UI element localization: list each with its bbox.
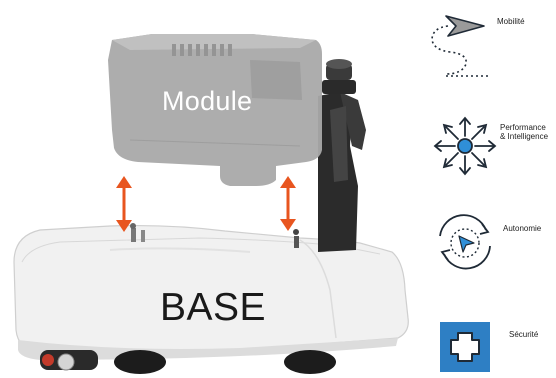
orange-arrow-right bbox=[280, 176, 296, 231]
feature-label-mobilite: Mobilité bbox=[497, 17, 525, 26]
base-connectors bbox=[130, 223, 299, 248]
robot-mast bbox=[318, 59, 366, 252]
base-label: BASE bbox=[160, 286, 267, 329]
feature-label-securite: Sécurité bbox=[509, 330, 539, 339]
feature-label-autonomie: Autonomie bbox=[503, 224, 542, 233]
module-body bbox=[108, 34, 322, 186]
base-body bbox=[13, 224, 409, 360]
orange-arrow-left bbox=[116, 176, 132, 232]
base-wheels bbox=[40, 350, 336, 374]
paper-plane-icon bbox=[431, 15, 488, 77]
feature-label-performance: Performance & Intelligence bbox=[500, 123, 549, 141]
medical-cross-icon bbox=[440, 322, 490, 372]
module-label: Module bbox=[162, 86, 253, 116]
cursor-cycle-icon bbox=[439, 214, 491, 270]
network-arrows-icon bbox=[433, 116, 497, 176]
